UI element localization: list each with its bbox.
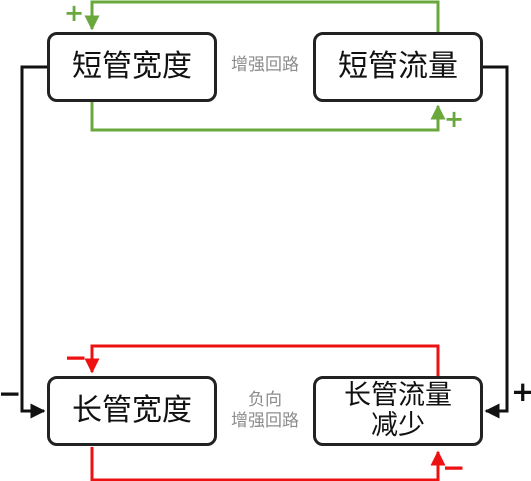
left-cross-link-sign: −: [0, 377, 22, 410]
node-long-pipe-flow-decrease: 长管流量减少: [313, 376, 483, 446]
bottom-loop-label-line2: 增强回路: [231, 411, 299, 432]
link-short-width-to-long-width: [20, 65, 49, 419]
top-loop-sign-in: +: [64, 0, 85, 27]
bottom-loop-label-line1: 负向: [248, 390, 282, 410]
link-short-width-to-short-flow: [90, 101, 446, 132]
bottom-loop-sign-in: −: [64, 341, 88, 374]
bottom-loop-label: 负向 增强回路: [217, 390, 313, 433]
link-long-width-to-long-flow: [90, 447, 446, 481]
link-short-flow-to-short-width: [84, 0, 440, 34]
node-short-pipe-width: 短管宽度: [47, 32, 217, 102]
node-short-pipe-flow: 短管流量: [313, 32, 483, 102]
bottom-loop-sign-out: −: [442, 451, 466, 481]
link-long-flow-to-long-width: [84, 344, 440, 378]
link-short-flow-to-long-flow: [481, 65, 509, 419]
right-cross-link-sign: +: [511, 375, 531, 408]
node-long-pipe-width: 长管宽度: [47, 376, 217, 446]
top-loop-label: 增强回路: [231, 55, 299, 75]
top-loop-sign-out: +: [444, 105, 465, 133]
